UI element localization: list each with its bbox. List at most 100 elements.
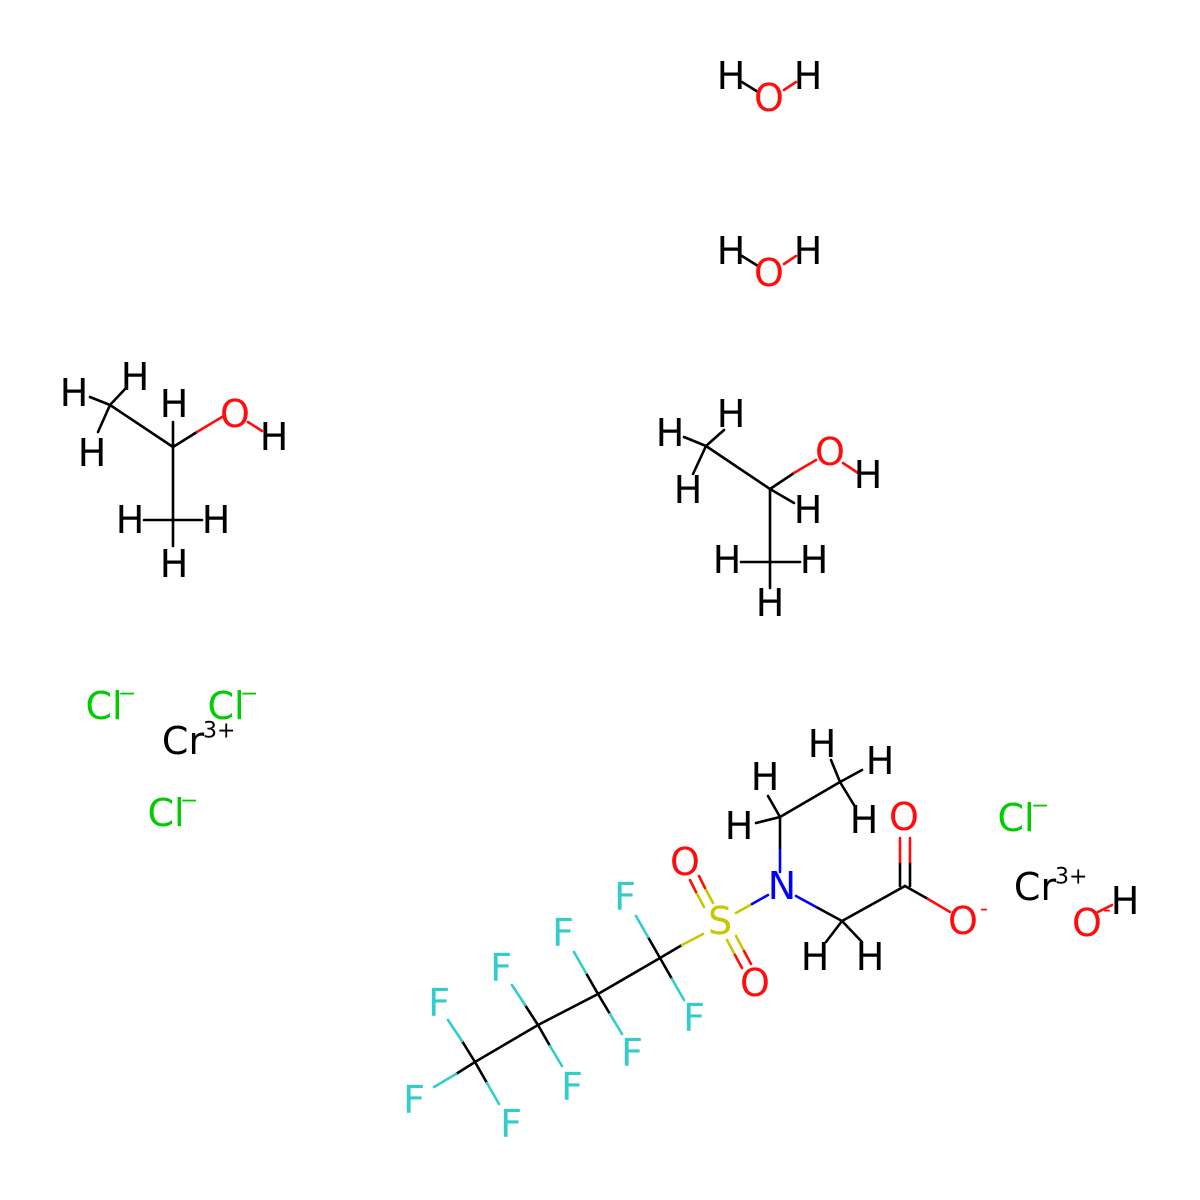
bond-h-o bbox=[740, 80, 760, 94]
chromium-ion: Cr bbox=[162, 719, 205, 763]
bond-c-s-right bbox=[680, 932, 705, 947]
chloride-ion: Cl bbox=[207, 684, 244, 728]
oxide-charge: - bbox=[980, 897, 988, 922]
sulfonamide-anion: H H H H H O O - N S O O H H F F F F F F … bbox=[403, 722, 988, 1146]
isopropanol-2: H H H O H H H H H bbox=[656, 392, 883, 625]
bond-c-f bbox=[460, 1039, 477, 1064]
bond-s-o-double bbox=[733, 953, 744, 970]
atom-h: H bbox=[794, 54, 823, 98]
atom-o: O bbox=[948, 899, 978, 943]
atom-h: H bbox=[713, 538, 742, 582]
bond-c-f bbox=[473, 1060, 489, 1085]
atom-h: H bbox=[856, 935, 885, 979]
bond-c-h bbox=[824, 919, 844, 944]
atom-h: H bbox=[717, 229, 746, 273]
bond-o-h bbox=[1096, 903, 1114, 914]
atom-o: O bbox=[889, 795, 919, 839]
bond-s-o-double bbox=[694, 890, 706, 909]
bond-c-o-left bbox=[171, 430, 199, 449]
atom-h: H bbox=[717, 54, 746, 98]
atom-s: S bbox=[708, 899, 732, 943]
chloride-ion: Cl bbox=[997, 796, 1034, 840]
bond-c-c bbox=[840, 884, 907, 923]
chromium-charge: 3+ bbox=[203, 719, 235, 744]
atom-h: H bbox=[854, 453, 883, 497]
bond-c-h bbox=[768, 487, 796, 505]
chloride-charge: − bbox=[1031, 794, 1049, 819]
bond-s-o-double bbox=[697, 874, 707, 890]
bond-c-f bbox=[548, 1044, 564, 1068]
bonds bbox=[88, 80, 1114, 1106]
atom-h: H bbox=[674, 468, 703, 512]
bond-n-c bbox=[816, 906, 844, 923]
atom-h: H bbox=[656, 411, 685, 455]
bond-c-h bbox=[754, 815, 782, 825]
chromium-chloride-right: Cl − Cr 3+ O - H bbox=[997, 794, 1139, 946]
atom-h: H bbox=[850, 798, 879, 842]
atom-f: F bbox=[614, 875, 636, 919]
atom-f: F bbox=[552, 911, 574, 955]
bond-c-s-left bbox=[658, 943, 684, 960]
bond-c-f bbox=[510, 983, 527, 1007]
atom-h: H bbox=[717, 392, 746, 436]
bond-c-o bbox=[903, 884, 930, 901]
chloride-ion: Cl bbox=[147, 791, 184, 835]
bond-c-f bbox=[432, 1072, 458, 1089]
bond-o-h bbox=[246, 420, 264, 433]
hydroxide-oxygen: O bbox=[1072, 901, 1102, 945]
atom-h: H bbox=[121, 355, 150, 399]
atom-h: H bbox=[800, 538, 829, 582]
atom-h: H bbox=[808, 722, 837, 766]
bond-c-h bbox=[691, 444, 708, 476]
atom-h: H bbox=[1111, 879, 1140, 923]
atom-h: H bbox=[794, 229, 823, 273]
atom-h: H bbox=[116, 498, 145, 542]
atom-h: H bbox=[202, 498, 231, 542]
bond-c-c bbox=[778, 780, 842, 819]
atom-o: O bbox=[670, 840, 700, 884]
bond-h-o bbox=[740, 254, 760, 268]
bond-o-h bbox=[782, 254, 798, 266]
atom-o: O bbox=[740, 961, 770, 1005]
atom-f: F bbox=[428, 981, 450, 1025]
bond-s-n bbox=[750, 893, 770, 906]
atom-labels: H O H H O H H H H H O H H H H H H H O bbox=[60, 54, 1140, 1146]
bond-o-h bbox=[782, 80, 798, 92]
bond-s-o-double bbox=[725, 938, 737, 957]
sulfonamide-anion-bonds bbox=[432, 758, 952, 1106]
bond-c-f bbox=[608, 1012, 624, 1036]
bond-c-h bbox=[108, 386, 128, 407]
atom-n: N bbox=[768, 864, 796, 908]
hydroxide-charge: - bbox=[1103, 898, 1111, 923]
chloride-charge: − bbox=[240, 682, 258, 707]
bond-c-f bbox=[634, 914, 650, 939]
bond-c-h bbox=[840, 919, 864, 944]
bond-c-f bbox=[658, 956, 674, 981]
atom-f: F bbox=[490, 946, 512, 990]
bond-c-f bbox=[536, 1023, 552, 1048]
bond-s-o-double bbox=[742, 949, 753, 966]
atom-f: F bbox=[403, 1078, 425, 1122]
atom-h: H bbox=[160, 382, 189, 426]
atom-h: H bbox=[751, 755, 780, 799]
water-molecule-1: H O H bbox=[717, 54, 823, 120]
water-molecule-2-bonds bbox=[740, 254, 798, 268]
bond-c-c bbox=[473, 1023, 540, 1064]
bond-c-h bbox=[96, 403, 112, 434]
atom-h: H bbox=[801, 935, 830, 979]
water-molecule-2: H O H bbox=[717, 229, 823, 295]
bond-c-c bbox=[596, 956, 662, 996]
bond-c-o-right bbox=[195, 415, 224, 434]
bond-c-f bbox=[596, 992, 612, 1016]
bond-c-c bbox=[536, 992, 600, 1027]
bond-c-f bbox=[454, 1060, 477, 1076]
bond-o-h bbox=[841, 461, 860, 475]
bond-c-f bbox=[485, 1081, 501, 1106]
atom-h: H bbox=[160, 542, 189, 586]
atom-o: O bbox=[754, 76, 784, 120]
atom-h: H bbox=[756, 581, 785, 625]
bond-c-c bbox=[704, 444, 772, 491]
bond-c-o-left bbox=[768, 471, 796, 491]
atom-h: H bbox=[78, 431, 107, 475]
